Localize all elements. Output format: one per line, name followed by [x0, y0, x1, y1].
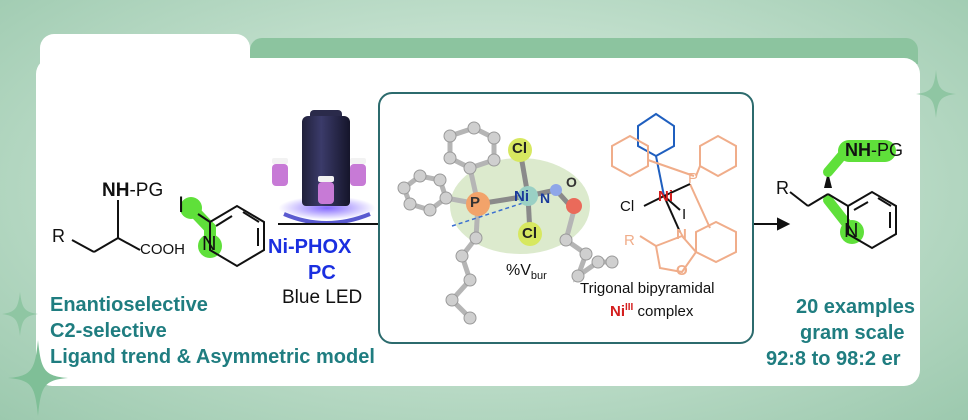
xray-n: N: [540, 190, 551, 206]
reaction-arrow: [278, 217, 791, 231]
complex-r: R: [624, 232, 635, 249]
ni-symbol: Ni: [610, 303, 625, 320]
vial-icon: [350, 164, 366, 186]
feature-er: 92:8 to 98:2 er: [766, 348, 901, 370]
nh-label: NH: [845, 140, 871, 160]
pyridine-n-label: N: [202, 233, 217, 255]
vial-cap: [350, 158, 366, 164]
complex-o: O: [676, 262, 688, 279]
complex-n: N: [676, 226, 687, 243]
xray-cl-bottom: Cl: [522, 225, 537, 242]
feature-enantioselective: Enantioselective: [50, 294, 208, 316]
product-amine: NH-PG: [845, 140, 903, 161]
vbur-label: %Vbur: [506, 262, 547, 282]
sparkle-icon: [916, 70, 956, 118]
catalyst-label: Ni-PHOX: [268, 236, 352, 258]
vial-icon: [318, 182, 334, 204]
substrate-r-group: R: [52, 226, 65, 246]
pg-label: -PG: [129, 180, 164, 201]
feature-c2-selective: C2-selective: [50, 320, 167, 342]
iodopyridine: [180, 197, 265, 268]
sparkle-icon: [2, 292, 38, 336]
photocatalyst-label: PC: [308, 262, 336, 284]
substrate-acid: COOH: [140, 241, 185, 258]
amino-acid-skeleton: [71, 200, 141, 253]
mechanistic-inset: [378, 92, 754, 344]
vial-cap: [272, 158, 288, 164]
feature-gram-scale: gram scale: [800, 322, 905, 344]
vbur-prefix: %V: [506, 262, 531, 279]
ni-complex-structure: [611, 112, 737, 274]
feature-ligand-trend: Ligand trend & Asymmetric model: [50, 346, 375, 368]
nh-label: NH: [102, 180, 130, 201]
substrate-amine: NH-PG: [102, 180, 163, 202]
vial-icon: [272, 164, 288, 186]
complex-cl: Cl: [620, 198, 635, 215]
xray-p: P: [470, 194, 481, 211]
lamp-cap: [310, 110, 342, 120]
xray-ni: Ni: [514, 188, 529, 205]
feature-examples: 20 examples: [796, 296, 915, 318]
light-source-label: Blue LED: [282, 287, 363, 308]
product-r-group: R: [776, 178, 789, 198]
pg-label: -PG: [871, 140, 904, 160]
product-structure: [789, 140, 897, 250]
sparkle-icon: [8, 340, 68, 416]
complex-ni: Ni: [658, 188, 673, 205]
xray-cl-top: Cl: [512, 140, 527, 157]
iodide-label: I: [178, 192, 185, 217]
ni-oxidation-label: NiIII complex: [610, 302, 693, 320]
xray-o: O: [566, 174, 577, 190]
complex-p: P: [688, 170, 699, 187]
geometry-label: Trigonal bipyramidal: [580, 280, 715, 297]
ni-oxidation-state: III: [625, 302, 634, 313]
xray-structure: [397, 121, 619, 325]
complex-word: complex: [637, 303, 694, 320]
vbur-subscript: bur: [530, 270, 547, 283]
product-n-label: N: [844, 220, 859, 242]
complex-i: I: [682, 206, 687, 223]
vial-cap: [318, 176, 334, 182]
